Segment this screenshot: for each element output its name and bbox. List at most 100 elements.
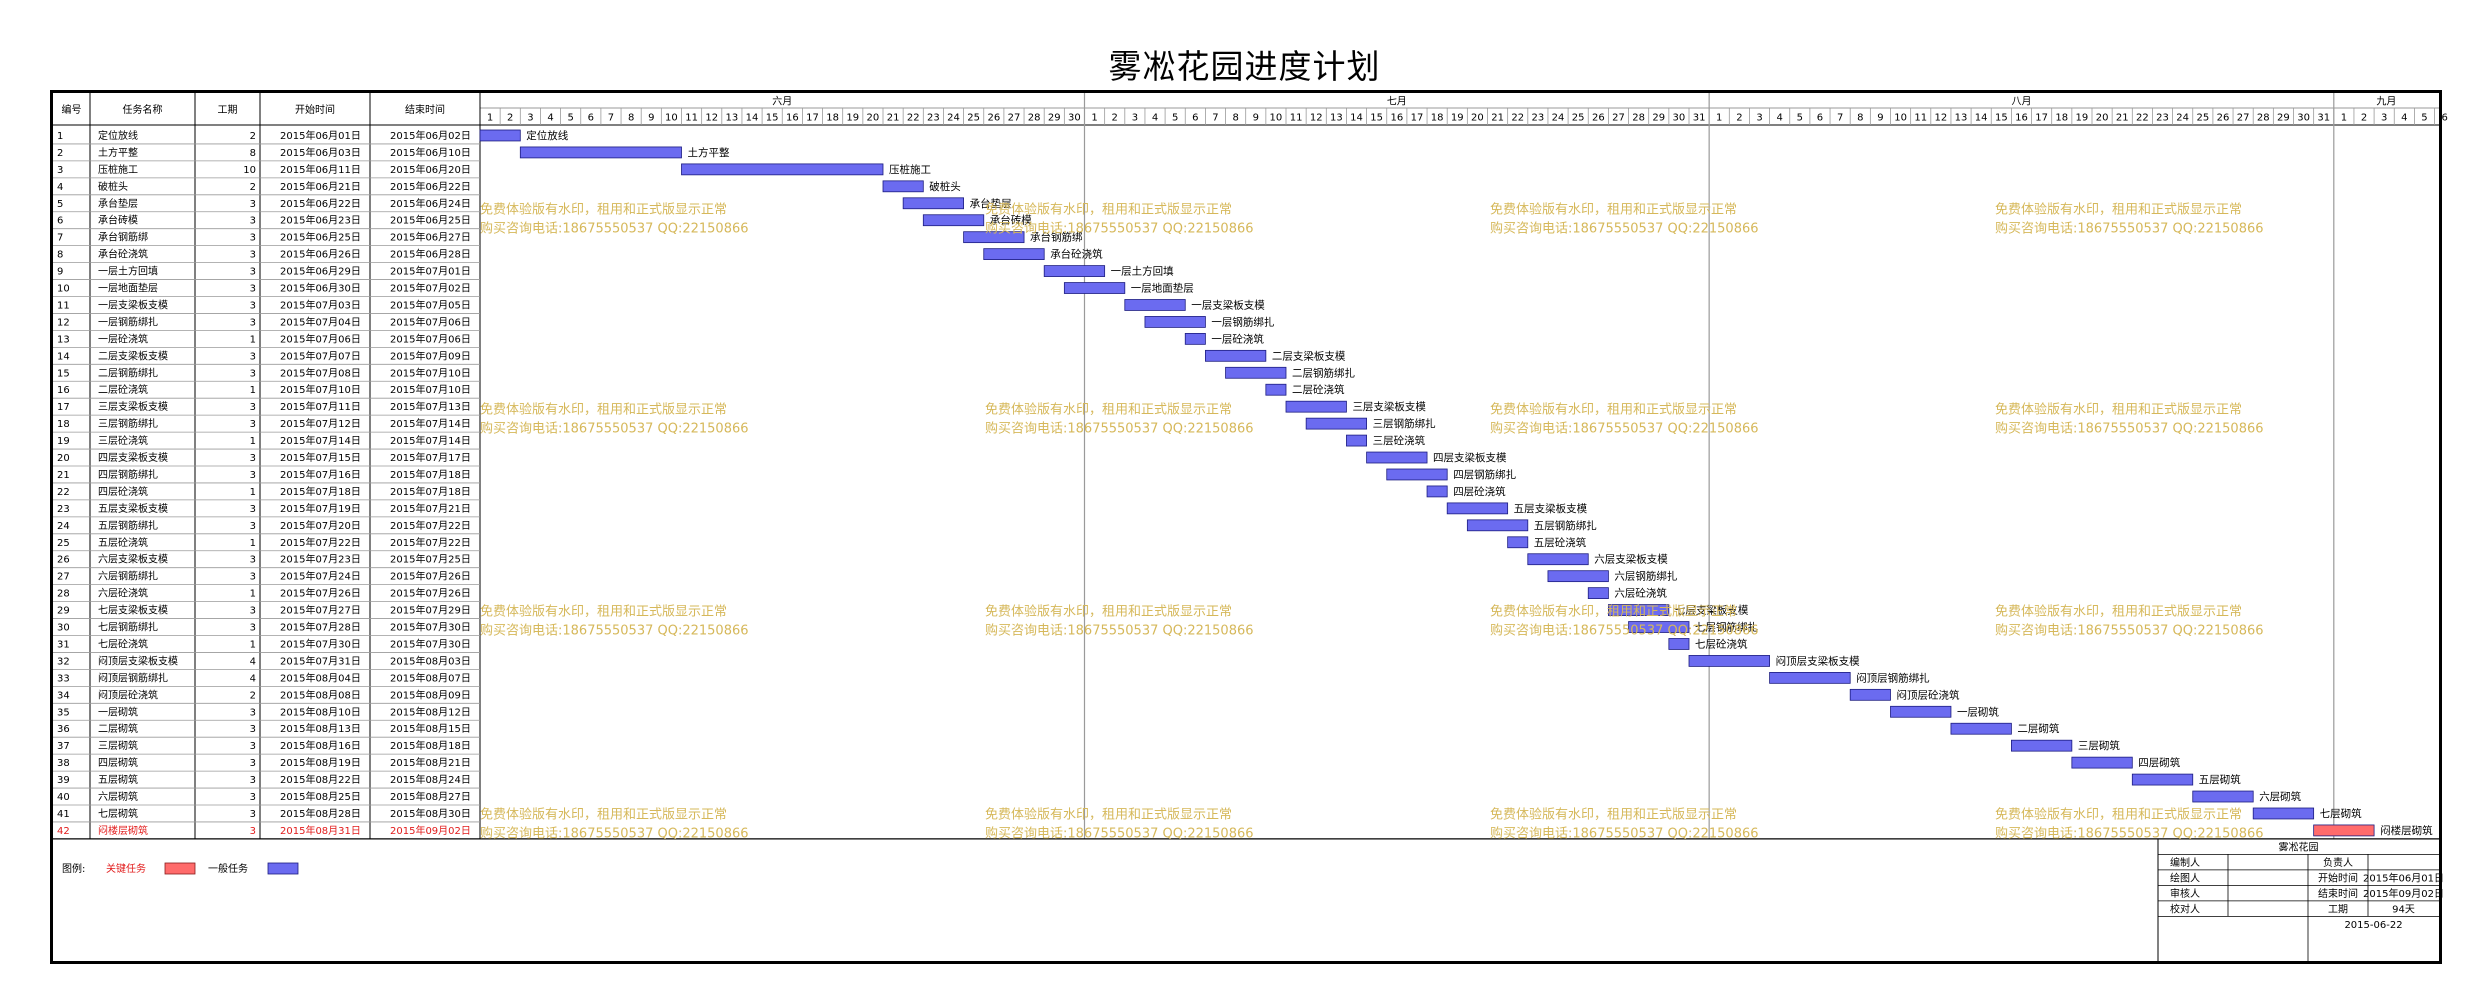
watermark-text: 免费体验版有水印，租用和正式版显示正常 (480, 202, 727, 218)
day-label: 20 (867, 113, 880, 124)
task-end: 2015年06月25日 (390, 214, 471, 227)
info-label: 工期 (2328, 904, 2348, 916)
task-start: 2015年08月10日 (280, 705, 361, 718)
task-start: 2015年08月08日 (280, 688, 361, 701)
day-label: 30 (1673, 113, 1686, 124)
task-id: 23 (57, 504, 70, 515)
task-id: 3 (57, 165, 63, 176)
task-bar-label: 二层钢筋绑扎 (1292, 366, 1355, 379)
watermark-text: 免费体验版有水印，租用和正式版显示正常 (480, 604, 727, 620)
task-bar-label: 五层支梁板支模 (1514, 502, 1588, 515)
task-id: 19 (57, 436, 70, 447)
task-id: 6 (57, 216, 63, 227)
task-bar-label: 一层砼浇筑 (1211, 332, 1264, 345)
task-duration: 3 (250, 453, 256, 464)
day-label: 10 (665, 113, 678, 124)
day-label: 31 (2317, 113, 2330, 124)
task-duration: 10 (243, 165, 256, 176)
task-bar (2131, 773, 2194, 786)
task-bar (2071, 756, 2133, 769)
task-name: 二层砼浇筑 (98, 383, 148, 396)
task-start: 2015年06月29日 (280, 265, 361, 278)
day-label: 30 (1068, 113, 1081, 124)
day-label: 25 (1572, 113, 1585, 124)
task-start: 2015年07月03日 (280, 298, 361, 311)
task-end: 2015年07月09日 (390, 349, 471, 362)
task-bar-label: 三层钢筋绑扎 (1373, 417, 1436, 430)
task-duration: 3 (250, 572, 256, 583)
day-label: 28 (1028, 113, 1041, 124)
task-bar (1668, 638, 1690, 650)
task-bar (1426, 485, 1448, 498)
task-start: 2015年08月16日 (280, 739, 361, 752)
task-start: 2015年06月01日 (280, 129, 361, 142)
watermark-text: 购买咨询电话:18675550537 QQ:22150866 (480, 623, 749, 639)
task-start: 2015年06月11日 (280, 163, 361, 176)
task-bar-label: 二层砌筑 (2017, 722, 2059, 735)
task-start: 2015年07月19日 (280, 502, 361, 515)
legend-critical-swatch (164, 862, 196, 875)
day-label: 23 (1532, 113, 1545, 124)
task-end: 2015年07月17日 (390, 451, 471, 464)
task-name: 六层砌筑 (98, 790, 138, 803)
task-id: 21 (57, 470, 70, 481)
task-name: 承台砼浇筑 (98, 248, 148, 261)
day-label: 22 (1511, 113, 1524, 124)
task-duration: 3 (250, 758, 256, 769)
task-bar-label: 承台砼浇筑 (1050, 248, 1103, 261)
day-label: 9 (1253, 113, 1259, 124)
task-end: 2015年08月24日 (390, 773, 471, 786)
info-value: 2015年06月01日 (2363, 872, 2444, 885)
info-value: 94天 (2392, 905, 2415, 916)
task-bar (1608, 604, 1670, 616)
task-bar-label: 闷楼层砌筑 (2380, 824, 2433, 837)
watermark-text: 免费体验版有水印，租用和正式版显示正常 (1995, 604, 2242, 620)
task-name: 七层钢筋绑扎 (98, 621, 158, 634)
info-date: 2015-06-22 (2344, 920, 2402, 931)
task-bar-label: 三层砌筑 (2078, 739, 2120, 752)
month-label: 九月 (2376, 96, 2396, 108)
info-value: 2015年09月02日 (2363, 887, 2444, 900)
task-bar (963, 231, 1025, 244)
task-end: 2015年07月01日 (390, 265, 471, 278)
task-id: 25 (57, 538, 70, 549)
task-end: 2015年07月30日 (390, 621, 471, 634)
task-name: 二层钢筋绑扎 (98, 366, 158, 379)
info-label: 校对人 (2170, 903, 2200, 916)
task-bar (902, 197, 965, 210)
task-duration: 3 (250, 826, 256, 837)
watermark-text: 免费体验版有水印，租用和正式版显示正常 (985, 807, 1232, 823)
task-id: 33 (57, 673, 70, 684)
task-name: 一层地面垫层 (98, 282, 158, 295)
task-bar (1527, 553, 1589, 566)
day-label: 19 (1451, 113, 1464, 124)
task-bar-label: 四层砌筑 (2138, 756, 2180, 769)
task-duration: 3 (250, 741, 256, 752)
task-start: 2015年07月16日 (280, 468, 361, 481)
task-start: 2015年07月23日 (280, 553, 361, 566)
watermark-text: 购买咨询电话:18675550537 QQ:22150866 (1995, 623, 2264, 639)
day-label: 29 (1652, 113, 1665, 124)
task-end: 2015年08月21日 (390, 756, 471, 769)
task-end: 2015年07月29日 (390, 604, 471, 617)
task-bar-label: 压桩施工 (889, 163, 931, 176)
task-bar-label: 六层砌筑 (2259, 790, 2301, 803)
info-label: 绘图人 (2170, 872, 2200, 885)
day-label: 12 (705, 113, 718, 124)
watermark-text: 购买咨询电话:18675550537 QQ:22150866 (480, 221, 749, 237)
task-duration: 3 (250, 470, 256, 481)
task-duration: 3 (250, 707, 256, 718)
task-start: 2015年07月24日 (280, 570, 361, 583)
watermark-text: 购买咨询电话:18675550537 QQ:22150866 (1995, 421, 2264, 437)
day-label: 2 (1112, 113, 1118, 124)
task-end: 2015年07月25日 (390, 553, 471, 566)
task-bar-label: 一层支梁板支模 (1191, 298, 1265, 311)
watermark-text: 购买咨询电话:18675550537 QQ:22150866 (1995, 221, 2264, 237)
info-project: 雾凇花园 (2279, 841, 2319, 854)
day-label: 16 (2015, 113, 2028, 124)
task-end: 2015年06月22日 (390, 180, 471, 193)
task-id: 37 (57, 741, 70, 752)
task-end: 2015年08月15日 (390, 722, 471, 735)
watermark-text: 购买咨询电话:18675550537 QQ:22150866 (1490, 221, 1759, 237)
day-label: 29 (2277, 113, 2290, 124)
